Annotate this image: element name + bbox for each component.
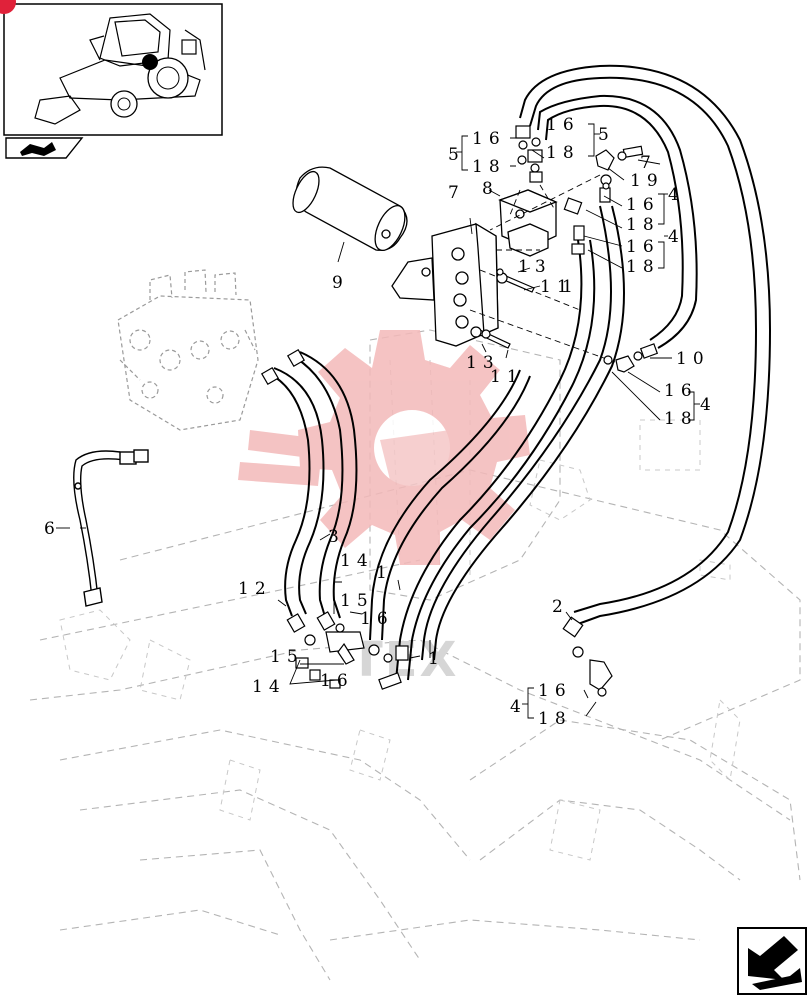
- wiring-harness[interactable]: [73, 449, 149, 607]
- label-16b: 16: [546, 115, 580, 135]
- nav-arrow-icon[interactable]: [5, 137, 84, 159]
- label-10: 10: [676, 349, 710, 369]
- machine-thumbnail[interactable]: [3, 3, 223, 136]
- label-11a: 11: [540, 277, 574, 297]
- chassis-ghost-outline: [29, 329, 801, 981]
- label-16g: 16: [320, 671, 354, 691]
- label-18d: 18: [626, 257, 660, 277]
- hose-10[interactable]: [519, 64, 772, 625]
- label-4d: 4: [510, 697, 527, 717]
- hose-3-set[interactable]: [269, 351, 358, 621]
- label-15b: 15: [270, 647, 304, 667]
- label-18b: 18: [546, 143, 580, 163]
- location-marker: [142, 54, 158, 70]
- label-13b: 13: [466, 353, 500, 373]
- label-16d: 16: [626, 237, 660, 257]
- label-5b: 5: [598, 125, 615, 145]
- mounting-bracket[interactable]: [391, 222, 499, 347]
- label-16e: 16: [664, 381, 698, 401]
- control-valve-bank: [117, 269, 259, 431]
- accumulator-cylinder[interactable]: [288, 166, 411, 255]
- label-leaders: [56, 123, 700, 719]
- label-5a: 5: [448, 145, 465, 165]
- label-7a: 7: [448, 183, 465, 203]
- label-15a: 15: [340, 591, 374, 611]
- label-3: 3: [328, 527, 345, 547]
- fittings[interactable]: [260, 125, 659, 697]
- label-16a: 16: [472, 129, 506, 149]
- next-page-arrow-icon[interactable]: [737, 927, 807, 995]
- label-11b: 11: [490, 367, 524, 387]
- label-14a: 14: [340, 551, 374, 571]
- label-16f: 16: [360, 609, 394, 629]
- label-16h: 16: [538, 681, 572, 701]
- hose-1-set[interactable]: [369, 205, 625, 681]
- label-4b: 4: [668, 227, 685, 247]
- label-6: 6: [44, 519, 61, 539]
- label-8: 8: [482, 179, 499, 199]
- label-4a: 4: [668, 185, 685, 205]
- label-1a: 1: [376, 563, 393, 583]
- label-14b: 14: [252, 677, 286, 697]
- label-13a: 13: [518, 257, 552, 277]
- label-4c: 4: [700, 395, 717, 415]
- page-badge: [0, 0, 16, 14]
- label-12: 12: [238, 579, 272, 599]
- label-2: 2: [552, 597, 569, 617]
- label-17: 7: [640, 153, 657, 173]
- label-1b: 1: [428, 649, 445, 669]
- part-labels: 7 8 9 6 3 2 1 1 1 5 5 16 18 16 18 7 19 4…: [44, 115, 717, 729]
- label-19: 19: [630, 171, 664, 191]
- label-18a: 18: [472, 157, 506, 177]
- label-18c: 18: [626, 215, 660, 235]
- solenoid-valve[interactable]: [498, 189, 558, 257]
- label-9: 9: [332, 273, 349, 293]
- label-16c: 16: [626, 195, 660, 215]
- label-18f: 18: [538, 709, 572, 729]
- label-1c: 1: [562, 277, 579, 297]
- label-18e: 18: [664, 409, 698, 429]
